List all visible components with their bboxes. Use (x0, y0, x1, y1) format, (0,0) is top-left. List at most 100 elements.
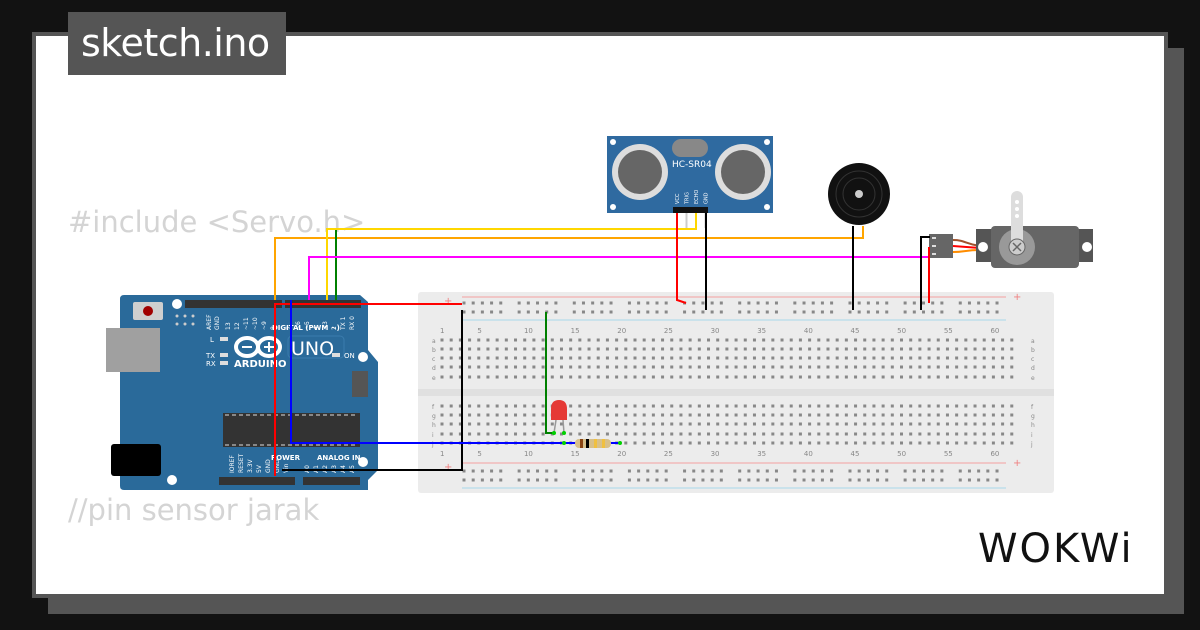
breadboard-hole[interactable] (780, 422, 784, 426)
breadboard-hole[interactable] (918, 413, 922, 417)
breadboard-hole[interactable] (734, 356, 738, 360)
breadboard-hole[interactable] (876, 310, 880, 314)
breadboard-hole[interactable] (526, 310, 530, 314)
breadboard-hole[interactable] (1001, 375, 1005, 379)
breadboard-hole[interactable] (642, 365, 646, 369)
breadboard-hole[interactable] (495, 413, 499, 417)
breadboard-hole[interactable] (793, 478, 797, 482)
breadboard-hole[interactable] (633, 356, 637, 360)
breadboard-hole[interactable] (449, 413, 453, 417)
breadboard-hole[interactable] (596, 375, 600, 379)
breadboard-hole[interactable] (798, 375, 802, 379)
breadboard-hole[interactable] (885, 310, 889, 314)
breadboard-hole[interactable] (504, 404, 508, 408)
breadboard-hole[interactable] (958, 478, 962, 482)
breadboard-hole[interactable] (651, 338, 655, 342)
breadboard-hole[interactable] (725, 422, 729, 426)
breadboard-hole[interactable] (909, 365, 913, 369)
breadboard-hole[interactable] (866, 478, 870, 482)
breadboard-hole[interactable] (991, 375, 995, 379)
breadboard-hole[interactable] (624, 432, 628, 436)
breadboard-hole[interactable] (876, 469, 880, 473)
breadboard-hole[interactable] (789, 422, 793, 426)
breadboard-hole[interactable] (808, 441, 812, 445)
breadboard-hole[interactable] (964, 441, 968, 445)
servo-horn[interactable] (1011, 191, 1023, 247)
breadboard-hole[interactable] (793, 469, 797, 473)
breadboard-hole[interactable] (495, 432, 499, 436)
breadboard-hole[interactable] (679, 338, 683, 342)
breadboard-hole[interactable] (881, 422, 885, 426)
breadboard-hole[interactable] (596, 404, 600, 408)
breadboard-hole[interactable] (655, 310, 659, 314)
breadboard-hole[interactable] (532, 375, 536, 379)
breadboard-hole[interactable] (752, 432, 756, 436)
breadboard-hole[interactable] (977, 478, 981, 482)
breadboard-hole[interactable] (471, 469, 475, 473)
breadboard-hole[interactable] (1001, 404, 1005, 408)
breadboard-hole[interactable] (615, 432, 619, 436)
breadboard-hole[interactable] (670, 338, 674, 342)
breadboard-hole[interactable] (1010, 413, 1014, 417)
breadboard-hole[interactable] (486, 413, 490, 417)
breadboard-hole[interactable] (854, 375, 858, 379)
breadboard-hole[interactable] (458, 404, 462, 408)
breadboard-hole[interactable] (945, 404, 949, 408)
breadboard-hole[interactable] (596, 356, 600, 360)
breadboard-hole[interactable] (854, 356, 858, 360)
breadboard-hole[interactable] (991, 441, 995, 445)
breadboard-hole[interactable] (940, 478, 944, 482)
breadboard-hole[interactable] (468, 413, 472, 417)
breadboard-hole[interactable] (458, 365, 462, 369)
breadboard-hole[interactable] (922, 478, 926, 482)
breadboard-hole[interactable] (1001, 413, 1005, 417)
breadboard-hole[interactable] (725, 365, 729, 369)
breadboard-hole[interactable] (903, 478, 907, 482)
breadboard-hole[interactable] (707, 347, 711, 351)
breadboard-hole[interactable] (762, 356, 766, 360)
breadboard-hole[interactable] (642, 338, 646, 342)
breadboard-hole[interactable] (808, 432, 812, 436)
breadboard-hole[interactable] (876, 478, 880, 482)
breadboard-hole[interactable] (982, 365, 986, 369)
red-led[interactable] (551, 400, 567, 435)
breadboard-hole[interactable] (863, 347, 867, 351)
breadboard-hole[interactable] (890, 422, 894, 426)
breadboard-hole[interactable] (854, 404, 858, 408)
breadboard-hole[interactable] (771, 375, 775, 379)
breadboard-hole[interactable] (569, 356, 573, 360)
breadboard-hole[interactable] (646, 301, 650, 305)
breadboard-hole[interactable] (578, 404, 582, 408)
breadboard-hole[interactable] (581, 469, 585, 473)
breadboard-hole[interactable] (793, 310, 797, 314)
breadboard-hole[interactable] (661, 413, 665, 417)
breadboard-hole[interactable] (670, 413, 674, 417)
breadboard-hole[interactable] (982, 338, 986, 342)
breadboard-hole[interactable] (780, 375, 784, 379)
breadboard-hole[interactable] (536, 478, 540, 482)
breadboard-hole[interactable] (578, 338, 582, 342)
breadboard-hole[interactable] (900, 356, 904, 360)
breadboard-hole[interactable] (596, 413, 600, 417)
breadboard-hole[interactable] (710, 469, 714, 473)
breadboard-hole[interactable] (826, 365, 830, 369)
servo-motor[interactable] (929, 191, 1093, 268)
wire-sensor-vcc[interactable] (676, 213, 687, 304)
breadboard-hole[interactable] (532, 347, 536, 351)
breadboard-hole[interactable] (820, 310, 824, 314)
breadboard-hole[interactable] (692, 478, 696, 482)
breadboard-hole[interactable] (514, 375, 518, 379)
breadboard-hole[interactable] (890, 365, 894, 369)
breadboard-hole[interactable] (780, 413, 784, 417)
breadboard-hole[interactable] (826, 347, 830, 351)
breadboard-hole[interactable] (1001, 365, 1005, 369)
breadboard-hole[interactable] (903, 301, 907, 305)
breadboard-hole[interactable] (587, 347, 591, 351)
breadboard-hole[interactable] (1010, 441, 1014, 445)
breadboard-hole[interactable] (982, 441, 986, 445)
breadboard-hole[interactable] (872, 404, 876, 408)
breadboard-hole[interactable] (866, 469, 870, 473)
breadboard-hole[interactable] (927, 422, 931, 426)
breadboard-hole[interactable] (973, 441, 977, 445)
breadboard-hole[interactable] (817, 347, 821, 351)
